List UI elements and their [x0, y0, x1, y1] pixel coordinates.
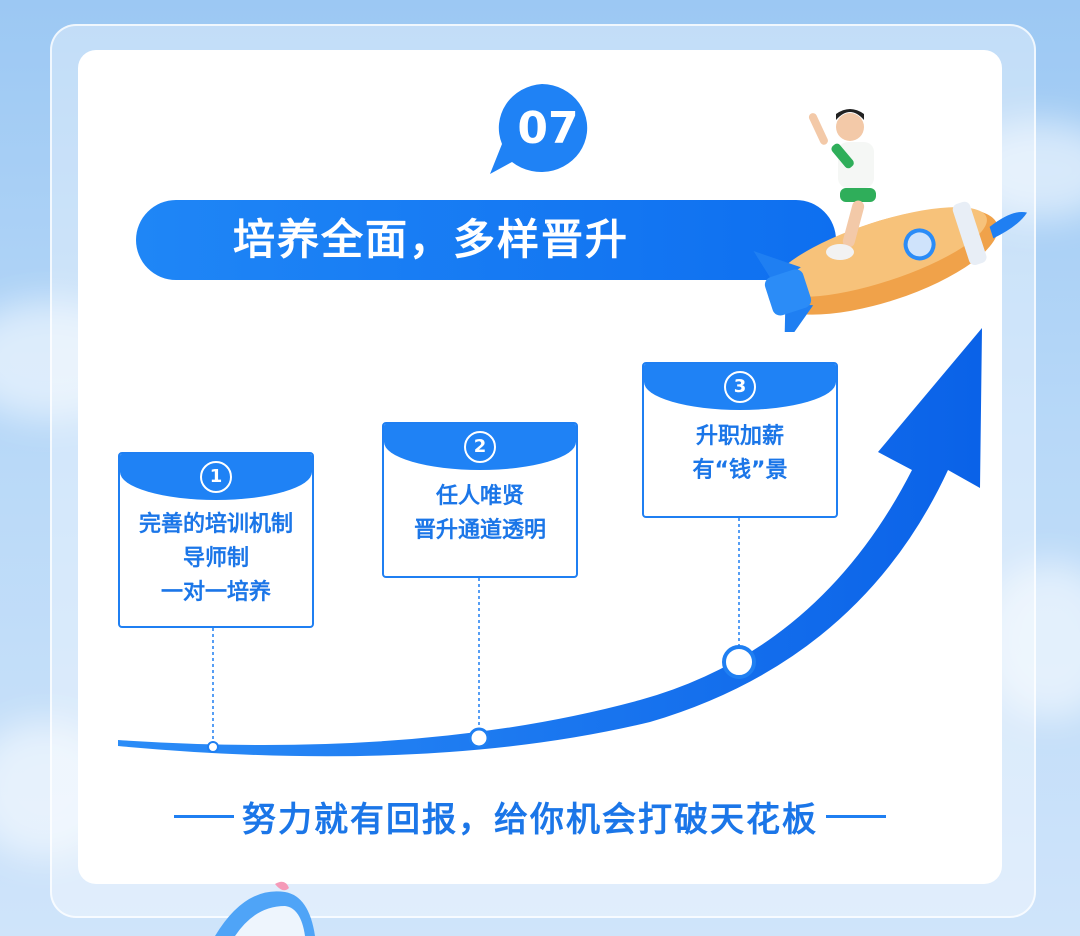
step-number: 3 [724, 371, 756, 403]
badge-number: 07 [517, 103, 579, 154]
decorative-object-icon [215, 881, 315, 936]
step-header: 3 [644, 364, 836, 410]
slogan-dash-right [826, 814, 886, 818]
step-header: 2 [384, 424, 576, 470]
step-line: 导师制 [182, 546, 249, 571]
slogan-dash-left [174, 814, 234, 818]
step-line: 任人唯贤 [435, 484, 524, 509]
step-number: 1 [200, 461, 232, 493]
step-line: 完善的培训机制 [138, 512, 293, 537]
step-box-1: 1 完善的培训机制 导师制 一对一培养 [118, 452, 314, 628]
step-line: 一对一培养 [160, 580, 271, 605]
step-line: 晋升通道透明 [413, 518, 546, 543]
slogan: 努力就有回报，给你机会打破天花板 [120, 788, 940, 844]
step-header: 1 [120, 454, 312, 500]
step-box-3: 3 升职加薪 有“钱”景 [642, 362, 838, 518]
title-banner [136, 200, 836, 280]
number-badge-icon [490, 84, 588, 174]
step-line: 有“钱”景 [692, 458, 788, 483]
rocket-with-rider-icon [753, 109, 1028, 332]
step-line: 升职加薪 [695, 424, 784, 449]
step-box-2: 2 任人唯贤 晋升通道透明 [382, 422, 578, 578]
step-number: 2 [464, 431, 496, 463]
page-title: 培养全面，多样晋升 [232, 215, 629, 264]
slogan-text: 努力就有回报，给你机会打破天花板 [242, 799, 818, 840]
